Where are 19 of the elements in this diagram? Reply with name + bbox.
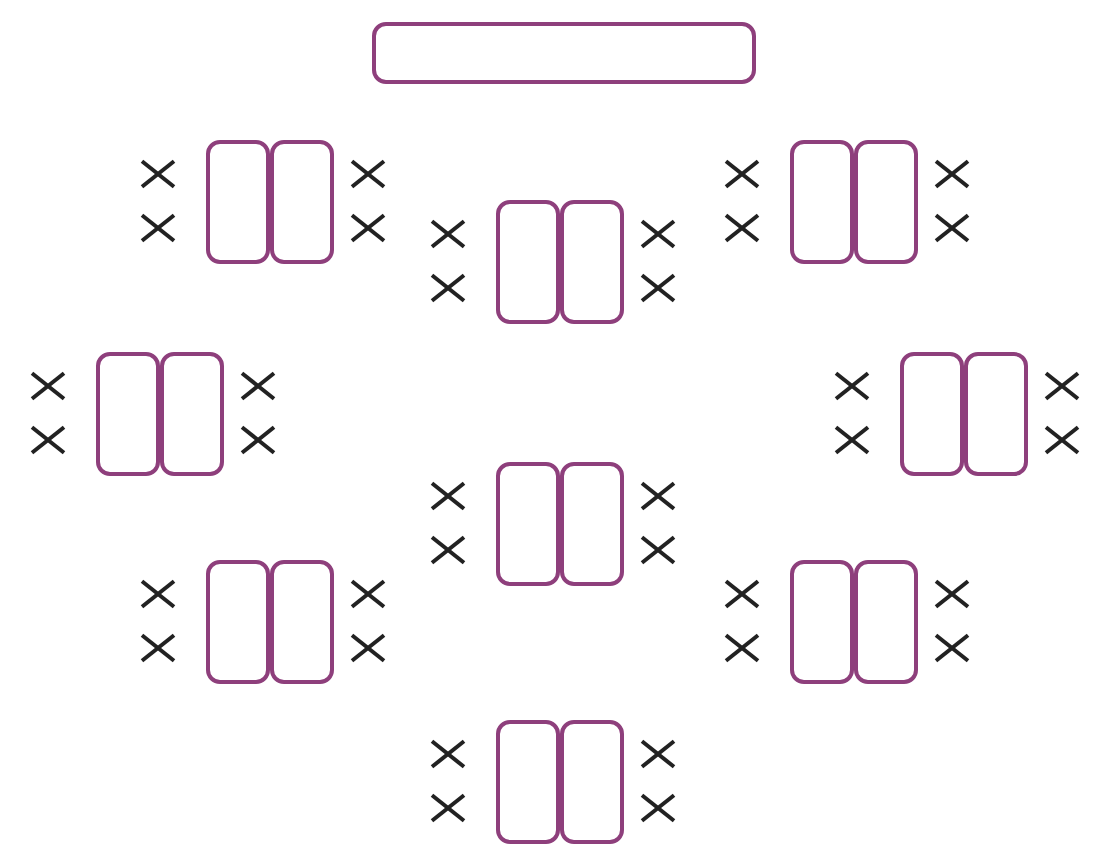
empty-box — [270, 140, 334, 264]
empty-box — [560, 462, 624, 586]
empty-box — [790, 560, 854, 684]
empty-box — [560, 200, 624, 324]
empty-box — [496, 720, 560, 844]
empty-box — [270, 560, 334, 684]
empty-box — [854, 560, 918, 684]
empty-box — [496, 200, 560, 324]
empty-box — [496, 462, 560, 586]
empty-box — [964, 352, 1028, 476]
empty-box — [160, 352, 224, 476]
empty-box — [96, 352, 160, 476]
empty-box — [900, 352, 964, 476]
empty-box — [560, 720, 624, 844]
empty-box — [854, 140, 918, 264]
empty-box — [206, 140, 270, 264]
empty-box — [790, 140, 854, 264]
empty-box — [206, 560, 270, 684]
empty-box — [372, 22, 756, 84]
